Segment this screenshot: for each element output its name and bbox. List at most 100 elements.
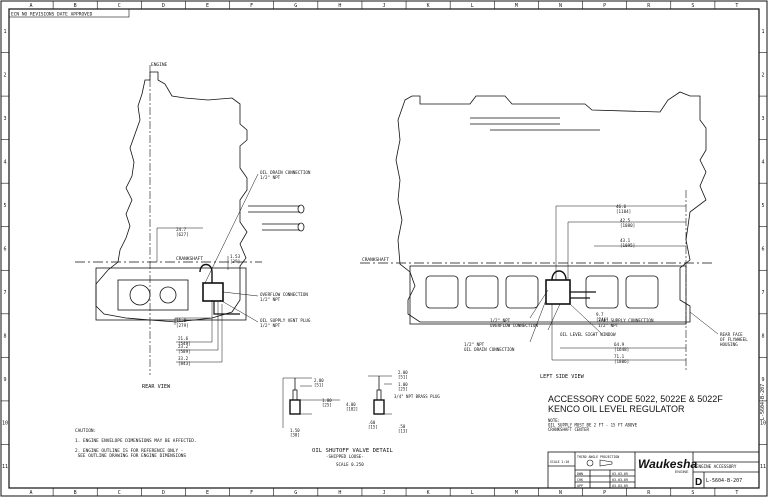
row-label-left-10: 10 xyxy=(2,421,8,427)
valve-detail-subtitle: -SHIPPED LOOSE- xyxy=(326,454,364,459)
column-label-bottom-S: S xyxy=(691,490,694,496)
side-cylinder-2 xyxy=(465,275,499,309)
rear-oil-drain-b: 1/2" NPT xyxy=(260,175,281,180)
valve-dim-4a: 1.50 xyxy=(290,428,300,433)
projection-cone-icon xyxy=(599,459,613,467)
rear-dim-5b: [589] xyxy=(178,349,191,354)
side-dim-1b: [1184] xyxy=(616,209,631,214)
rear-dim-3b: [279] xyxy=(176,323,189,328)
column-label-bottom-G: G xyxy=(294,490,297,496)
side-cylinder-6 xyxy=(625,275,659,309)
column-label-bottom-B: B xyxy=(74,490,77,496)
side-rear-face-b: OF FLYWHEEL xyxy=(720,337,748,342)
column-label-bottom-T: T xyxy=(735,490,738,496)
valve-dim-1a: 2.00 xyxy=(314,378,324,383)
valve-detail xyxy=(289,376,385,415)
row-label-right-2: 2 xyxy=(761,72,764,78)
valve-dim-8a: .60 xyxy=(368,420,376,425)
column-label-bottom-K: K xyxy=(427,490,430,496)
inner-border xyxy=(8,8,760,489)
rear-oil-drain-a: OIL DRAIN CONNECTION xyxy=(260,170,311,175)
caution-item-2b: SEE OUTLINE DRAWING FOR ENGINE DIMENSION… xyxy=(75,453,186,459)
valve-dim-5b: [51] xyxy=(398,375,408,380)
column-label-top-P: P xyxy=(603,3,606,9)
rear-dim-2b: [39] xyxy=(230,259,240,264)
side-engine-outline xyxy=(395,91,707,323)
valve-dim-2: 1.00[25] xyxy=(322,398,332,408)
rear-oil-pan xyxy=(95,267,247,321)
valve-dim-1: 2.00[51] xyxy=(314,378,324,388)
company-logo: Waukesha xyxy=(638,457,697,471)
caution-item-2: 2. ENGINE OUTLINE IS FOR REFERENCE ONLY … xyxy=(75,448,186,459)
valve-dim-2a: 1.00 xyxy=(322,398,332,403)
column-label-bottom-L: L xyxy=(471,490,474,496)
side-regulator-pipes xyxy=(570,291,596,299)
valve-dim-8: .60[15] xyxy=(368,420,378,430)
side-dim-6: 71.1[1806] xyxy=(614,354,629,364)
valve-plug-callout: 3/4" NPT BRASS PLUG xyxy=(394,394,440,399)
row-label-left-3: 3 xyxy=(3,116,6,122)
rear-dim-1b: [627] xyxy=(176,232,189,237)
rear-overflow-b: 1/2" NPT xyxy=(260,297,281,302)
rear-crankshaft-label: CRANKSHAFT xyxy=(176,256,203,262)
revision-strip xyxy=(8,8,130,18)
side-dim-5b: [1648] xyxy=(614,347,629,352)
row-label-right-11: 11 xyxy=(760,464,766,470)
column-label-bottom-D: D xyxy=(162,490,165,496)
column-label-top-J: J xyxy=(382,3,385,9)
caution-heading: CAUTION: xyxy=(75,428,96,434)
row-label-left-6: 6 xyxy=(3,247,6,253)
rev-value-3: 03-03-09 xyxy=(612,484,628,488)
side-drain-a: 1/2" NPT xyxy=(464,342,485,347)
valve-dim-3b: [102] xyxy=(346,407,358,412)
side-dim-5a: 64.9 xyxy=(614,342,625,347)
title-block xyxy=(547,451,760,489)
rear-dim-3a: 11.0 xyxy=(176,318,187,323)
scale-label: SCALE 1:10 xyxy=(550,460,569,464)
column-label-top-S: S xyxy=(691,3,694,9)
side-dim-4a: 9.7 xyxy=(596,312,604,317)
valve-dim-4b: [38] xyxy=(290,433,300,438)
side-drawing-number: L-5604-B-207 xyxy=(760,384,766,420)
column-label-bottom-P: P xyxy=(603,490,606,496)
rear-dim-5: 23.2[589] xyxy=(178,344,191,354)
side-drain-b: OIL DRAIN CONNECTION xyxy=(464,347,515,352)
valve-body-front xyxy=(289,399,301,415)
rear-dim-5a: 23.2 xyxy=(178,344,189,349)
rear-bracket-end xyxy=(297,204,305,214)
column-label-bottom-N: N xyxy=(559,490,562,496)
valve-dim-5a: 2.00 xyxy=(398,370,408,375)
side-dim-3a: 43.1 xyxy=(620,238,631,243)
side-manifold-lines xyxy=(470,117,600,131)
rear-pan-detail xyxy=(117,279,189,311)
row-label-left-8: 8 xyxy=(3,334,6,340)
side-dim-1: 46.6[1184] xyxy=(616,204,631,214)
rear-overflow-a: OVERFLOW CONNECTION xyxy=(260,292,308,297)
valve-stem-front xyxy=(292,389,298,401)
title-block-frame xyxy=(547,451,760,489)
column-label-bottom-E: E xyxy=(206,490,209,496)
rear-bracket-end-2 xyxy=(297,222,305,232)
side-dim-1a: 46.6 xyxy=(616,204,627,209)
side-dim-6a: 71.1 xyxy=(614,354,625,359)
row-label-right-3: 3 xyxy=(761,116,764,122)
rev-value-2: 03-03-09 xyxy=(612,478,628,482)
rear-dim-4: 21.6[549] xyxy=(178,336,191,346)
valve-dim-3a: 4.00 xyxy=(346,402,356,407)
column-label-top-C: C xyxy=(118,3,121,9)
side-dim-4: 9.7[246] xyxy=(596,312,609,322)
rear-view xyxy=(95,71,305,323)
rev-label-3: APP xyxy=(577,484,583,488)
column-label-top-K: K xyxy=(427,3,430,9)
drawing-number: L-5604-B-207 xyxy=(706,478,742,484)
row-label-left-4: 4 xyxy=(3,159,6,165)
drawing-title: ENGINE ACCESSORY xyxy=(696,464,737,469)
valve-dim-5: 2.00[51] xyxy=(398,370,408,380)
revision-header: ECN NO REVISIONS DATE APPROVED xyxy=(11,12,93,18)
valve-detail-title: OIL SHUTOFF VALVE DETAIL xyxy=(312,448,393,454)
